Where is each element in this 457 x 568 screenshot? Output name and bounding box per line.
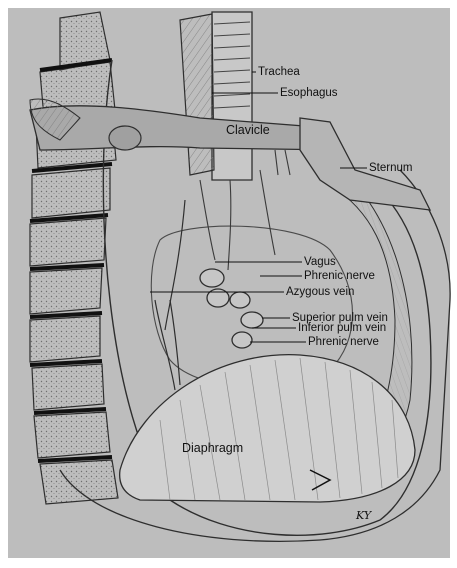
- diaphragm-label: Diaphragm: [182, 442, 243, 454]
- clavicle-label: Clavicle: [226, 124, 270, 136]
- esophagus-label: Esophagus: [280, 87, 338, 99]
- azygous-vein-label: Azygous vein: [286, 286, 354, 298]
- clavicle-head: [109, 126, 141, 150]
- vagus-label: Vagus: [304, 256, 336, 268]
- trachea-label: Trachea: [258, 66, 300, 78]
- artist-signature: KY: [356, 510, 371, 522]
- inferior-pulm-vein-label: Inferior pulm vein: [298, 322, 386, 334]
- phrenic-nerve-upper-label: Phrenic nerve: [304, 270, 375, 282]
- trachea-drawing: [212, 12, 252, 180]
- sternum-label: Sternum: [369, 162, 412, 174]
- phrenic-nerve-lower-label: Phrenic nerve: [308, 336, 379, 348]
